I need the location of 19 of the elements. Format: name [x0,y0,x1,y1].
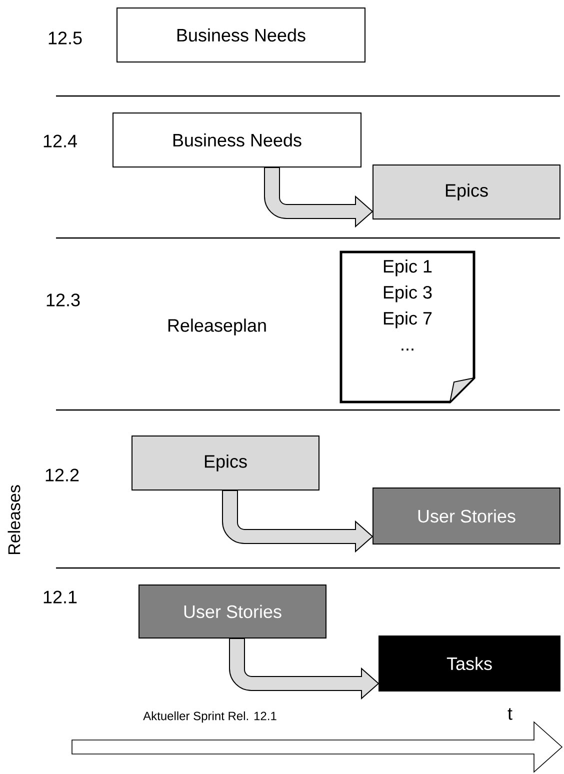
arrow [264,167,373,227]
release-number: 12.3 [46,294,80,306]
process-box: Business Needs [112,112,362,168]
process-box: User Stories [372,488,560,544]
timeline-label: Aktueller Sprint Rel. 12.1 [143,711,276,723]
arrow [229,638,379,699]
plan-label: Releaseplan [168,318,266,336]
release-number: 12.2 [46,468,79,482]
axis-label: Releases [8,485,20,554]
release-number: 12.1 [44,590,77,604]
arrow [222,490,373,552]
release-number: 12.5 [48,32,82,44]
release-number: t [508,708,512,720]
process-box: Epics [372,164,560,220]
process-box: Business Needs [116,8,366,62]
process-box: Tasks [378,636,560,692]
release-number: 12.4 [44,134,77,148]
process-box: Epics [132,436,320,490]
process-box: User Stories [138,584,326,638]
